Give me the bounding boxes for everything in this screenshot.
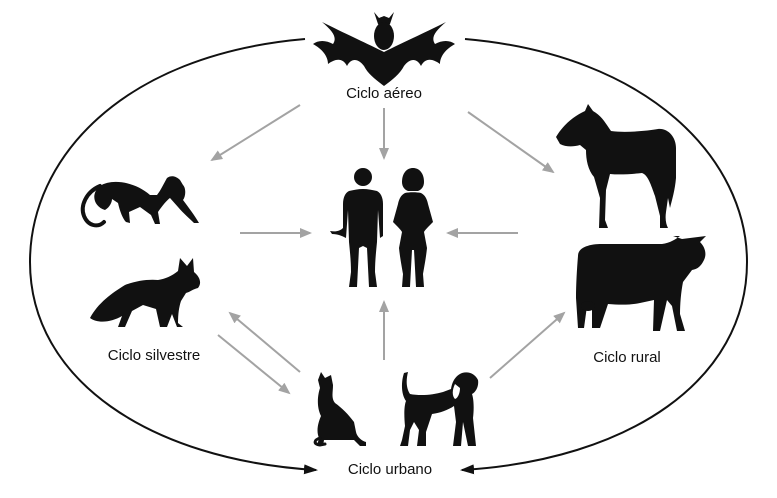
label-ciclo-rural: Ciclo rural [593,349,661,366]
cycle-arc-right [460,38,749,475]
bat-icon [313,12,455,86]
arrow-aereo-to-rural [467,111,555,174]
horse-icon [556,104,676,228]
arrow-aereo-to-silvestre [210,104,301,162]
human-female-icon [393,168,433,287]
cycle-arc-left [28,38,318,475]
label-ciclo-aereo: Ciclo aéreo [346,85,422,102]
label-ciclo-silvestre: Ciclo silvestre [108,347,201,364]
cow-icon [576,236,706,331]
fox-icon [90,258,201,327]
dog-icon [400,372,479,446]
label-ciclo-urbano: Ciclo urbano [348,461,432,478]
arrow-urbano-to-silvestre [228,311,301,373]
monkey-icon [80,176,199,228]
arrow-silvestre-to-urbano [217,334,291,395]
cat-icon [313,372,366,447]
human-male-icon [330,168,383,287]
arrow-urbano-to-rural [489,311,566,379]
